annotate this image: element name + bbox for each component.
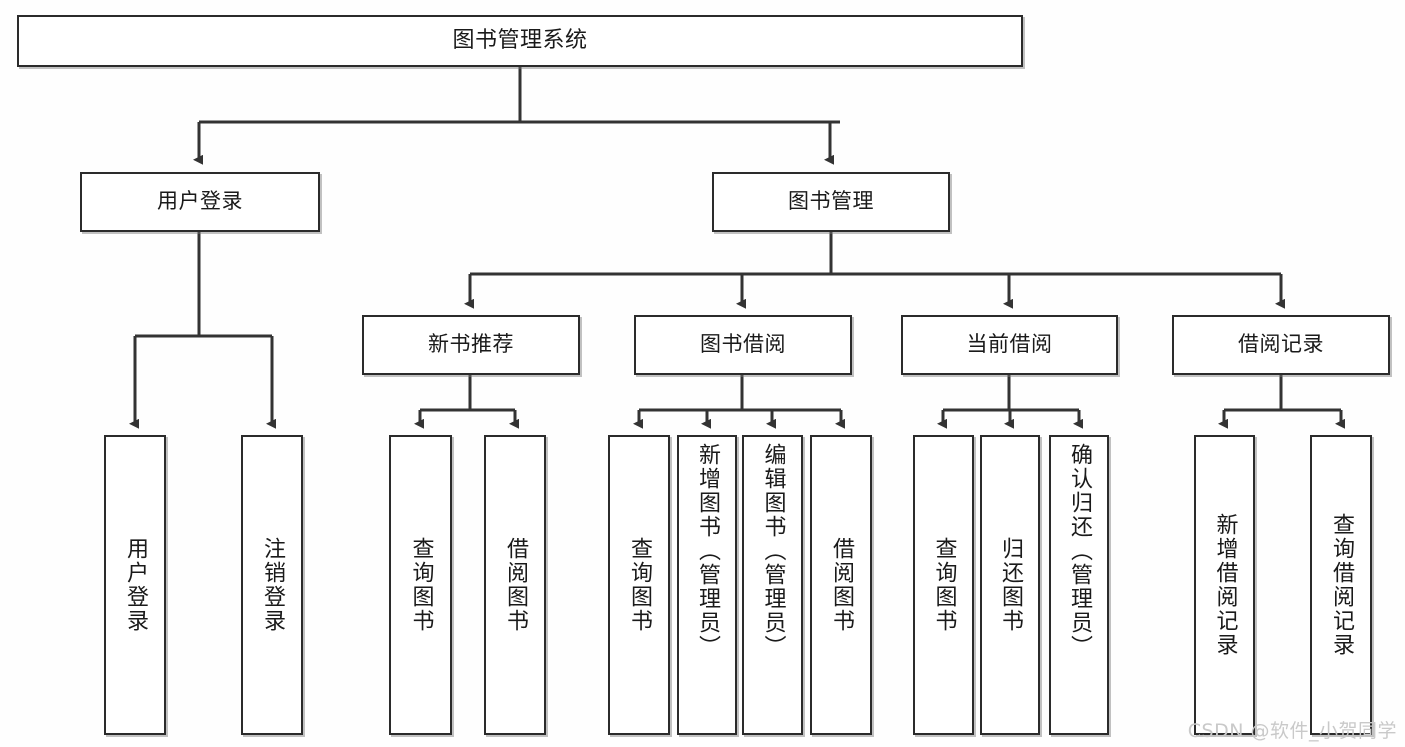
- node-book-borrow-label: 图书借阅: [700, 332, 786, 357]
- node-root[interactable]: 图书管理系统: [17, 15, 1023, 67]
- node-borrow-record[interactable]: 借阅记录: [1172, 315, 1390, 375]
- node-leaf-query-book-cur[interactable]: 查询图书: [913, 435, 974, 735]
- node-leaf-user-logout-label: 注销登录: [260, 537, 285, 633]
- watermark-text: CSDN @软件_小贺同学: [1187, 720, 1397, 742]
- node-leaf-user-logout[interactable]: 注销登录: [241, 435, 303, 735]
- node-leaf-confirm-return-admin[interactable]: 确认归还（管理员）: [1049, 435, 1109, 735]
- node-book-manage-label: 图书管理: [788, 189, 874, 214]
- node-leaf-user-login-label: 用户登录: [123, 537, 148, 633]
- node-leaf-edit-book-admin-label: 编辑图书（管理员）: [760, 443, 786, 659]
- node-leaf-add-book-admin[interactable]: 新增图书（管理员）: [677, 435, 737, 735]
- node-leaf-query-book-rec[interactable]: 查询图书: [389, 435, 452, 735]
- node-leaf-user-login[interactable]: 用户登录: [104, 435, 166, 735]
- node-user-login-label: 用户登录: [157, 189, 243, 214]
- node-leaf-add-borrow-record-label: 新增借阅记录: [1212, 513, 1238, 657]
- node-current-borrow[interactable]: 当前借阅: [901, 315, 1118, 375]
- node-leaf-confirm-return-admin-label: 确认归还（管理员）: [1067, 443, 1092, 659]
- node-leaf-borrow-book[interactable]: 借阅图书: [810, 435, 872, 735]
- node-book-borrow[interactable]: 图书借阅: [634, 315, 852, 375]
- node-book-manage[interactable]: 图书管理: [712, 172, 950, 232]
- node-leaf-borrow-book-rec-label: 借阅图书: [503, 537, 528, 633]
- node-leaf-query-borrow-record-label: 查询借阅记录: [1329, 513, 1354, 657]
- node-leaf-query-book-rec-label: 查询图书: [408, 537, 434, 633]
- node-current-borrow-label: 当前借阅: [966, 332, 1053, 357]
- node-new-book-rec[interactable]: 新书推荐: [362, 315, 580, 375]
- node-leaf-query-book-borrow[interactable]: 查询图书: [608, 435, 670, 735]
- node-leaf-return-book[interactable]: 归还图书: [980, 435, 1040, 735]
- node-leaf-query-book-borrow-label: 查询图书: [627, 537, 652, 633]
- node-leaf-query-borrow-record[interactable]: 查询借阅记录: [1310, 435, 1372, 735]
- node-root-label: 图书管理系统: [452, 27, 588, 53]
- node-leaf-query-book-cur-label: 查询图书: [931, 537, 957, 633]
- node-leaf-borrow-book-rec[interactable]: 借阅图书: [484, 435, 546, 735]
- node-leaf-return-book-label: 归还图书: [998, 537, 1023, 633]
- node-borrow-record-label: 借阅记录: [1238, 332, 1324, 357]
- node-leaf-add-borrow-record[interactable]: 新增借阅记录: [1194, 435, 1255, 735]
- node-leaf-borrow-book-label: 借阅图书: [829, 537, 854, 633]
- node-user-login[interactable]: 用户登录: [80, 172, 320, 232]
- node-leaf-add-book-admin-label: 新增图书（管理员）: [695, 443, 720, 659]
- node-new-book-rec-label: 新书推荐: [428, 332, 514, 357]
- node-leaf-edit-book-admin[interactable]: 编辑图书（管理员）: [742, 435, 803, 735]
